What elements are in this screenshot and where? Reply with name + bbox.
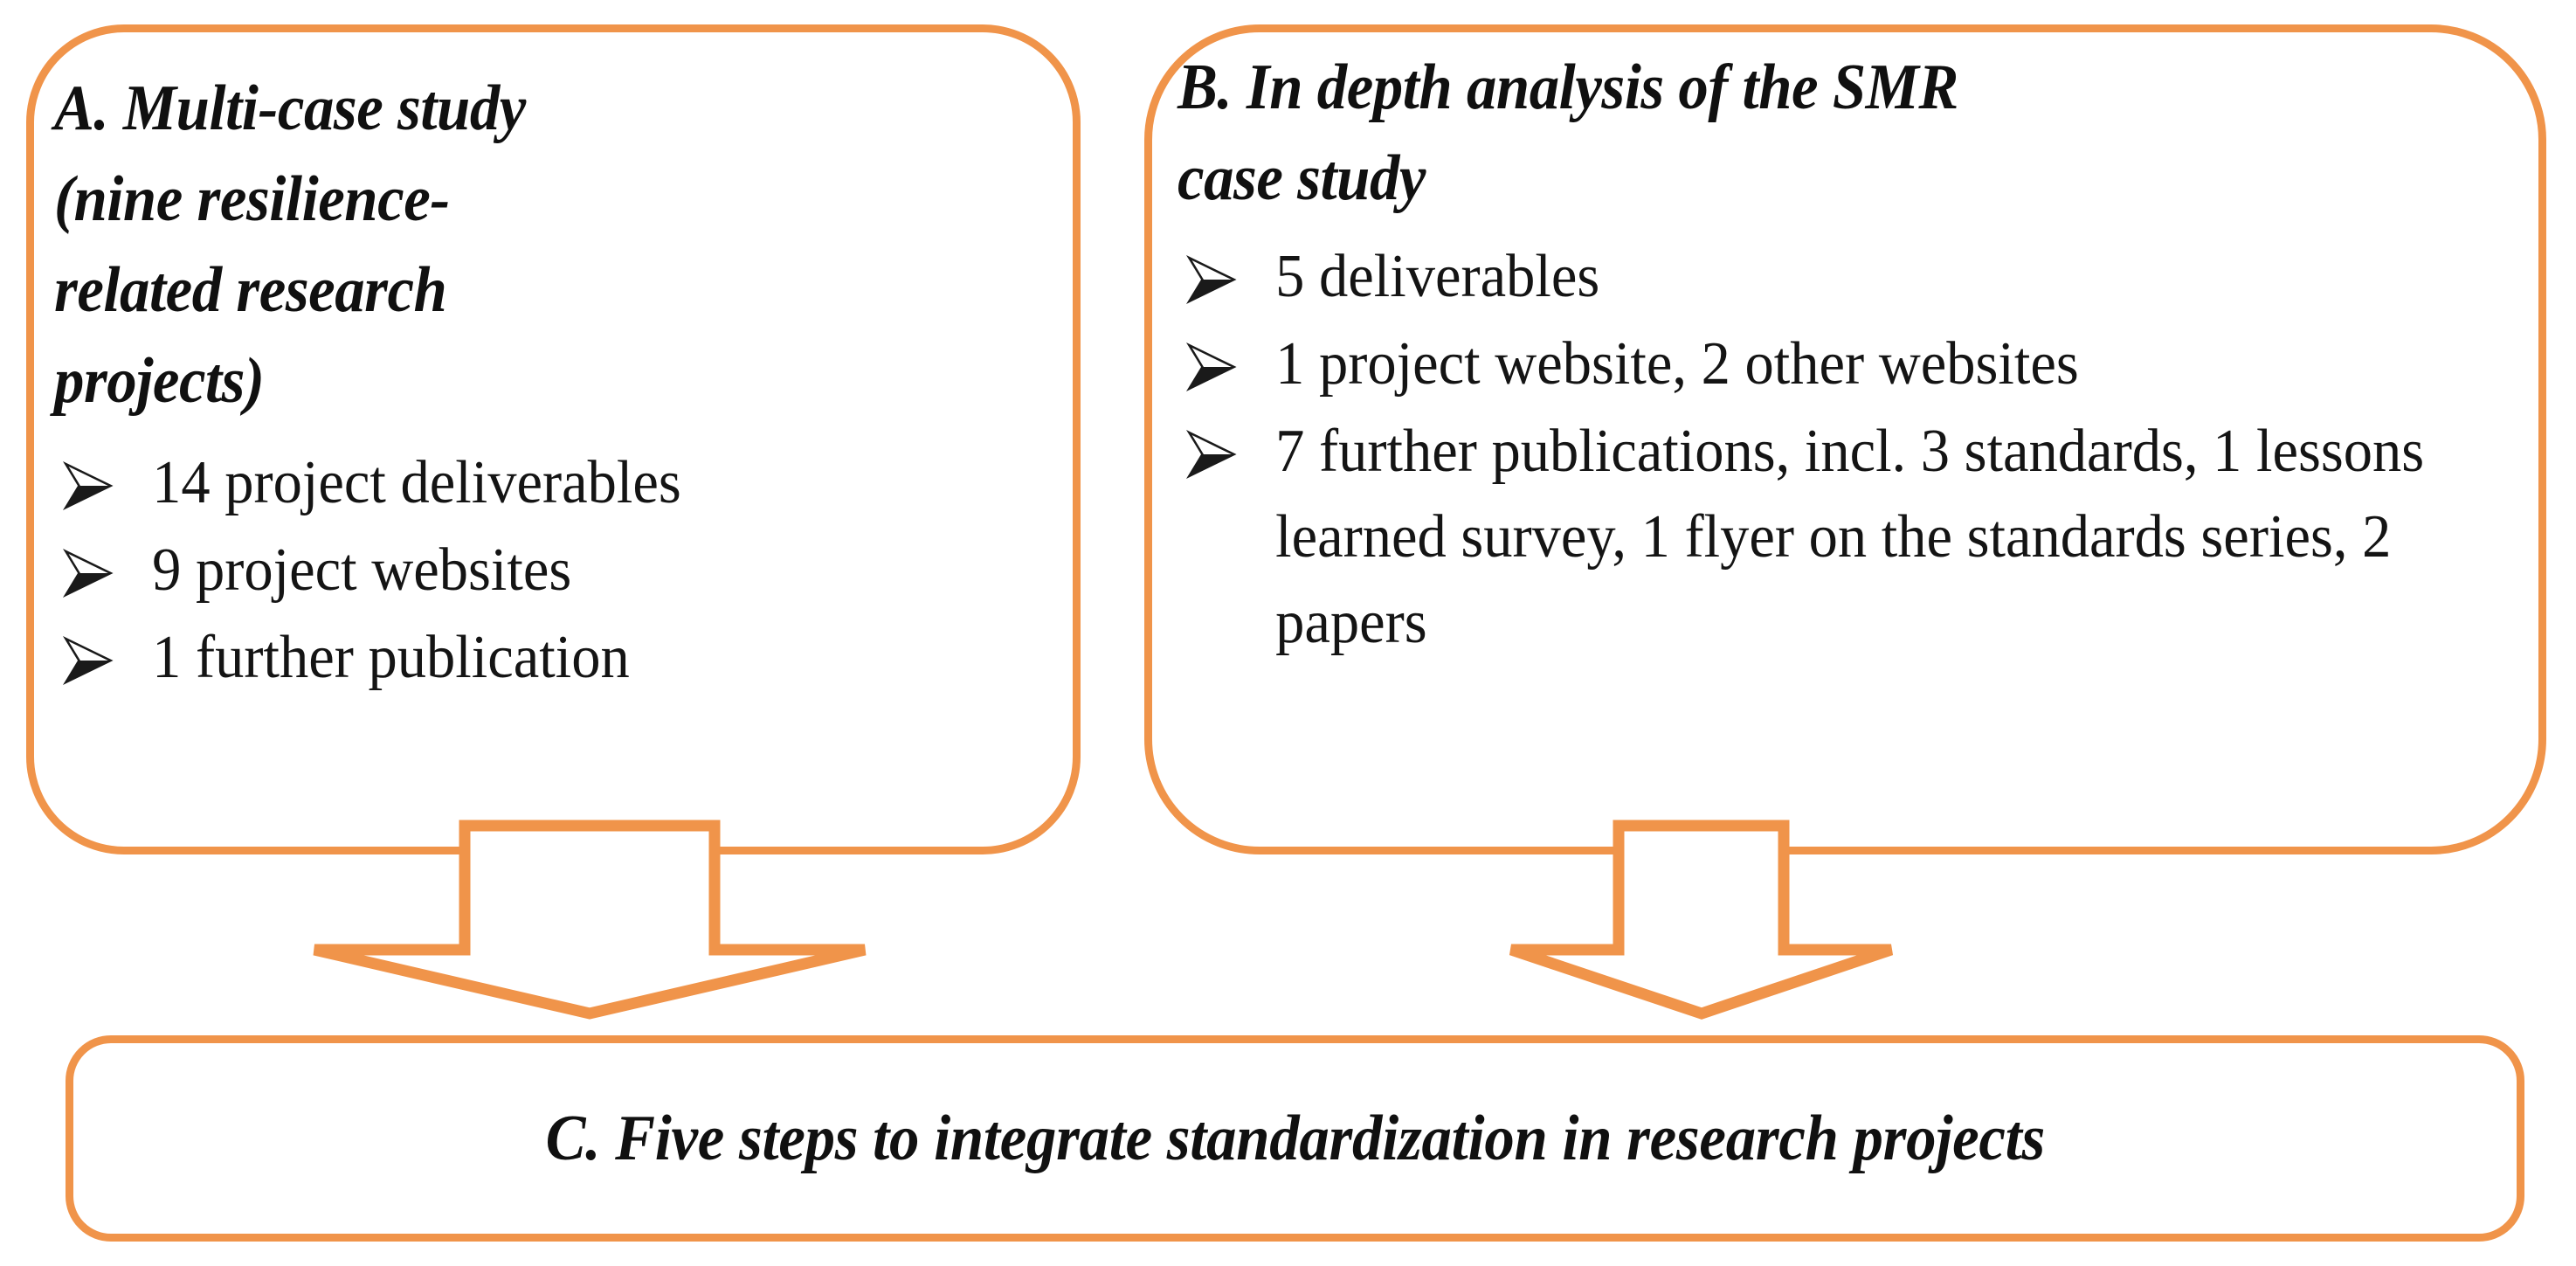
box-c-heading-label: C. Five steps to integrate standardizati… [545, 1103, 2045, 1174]
list-item-label: 1 project website, 2 other websites [1275, 330, 2079, 398]
box-a-heading: A. Multi-case study (nine resilience-rel… [54, 73, 541, 417]
box-a-content: A. Multi-case study (nine resilience-rel… [54, 63, 1015, 702]
list-item: 9 project websites [54, 528, 967, 613]
list-item: 14 project deliverables [54, 440, 967, 526]
list-item: 1 project website, 2 other websites [1178, 322, 2455, 407]
list-item: 5 deliverables [1178, 234, 2455, 320]
box-b-heading: B. In depth analysis of the SMR case stu… [1178, 52, 1973, 214]
arrowhead-bullet-icon [1184, 421, 1240, 480]
box-b-smr-case-study [1144, 24, 2546, 854]
down-arrow-icon [1502, 817, 1900, 1022]
box-b-bullet-list: 5 deliverables 1 project website, 2 othe… [1178, 234, 2523, 666]
list-item-label: 1 further publication [152, 624, 630, 691]
arrowhead-bullet-icon [1184, 246, 1240, 305]
down-arrow-icon [306, 817, 874, 1022]
arrowhead-bullet-icon [61, 540, 116, 598]
box-c-heading: C. Five steps to integrate standardizati… [66, 1097, 2524, 1180]
list-item-label: 14 project deliverables [152, 449, 681, 516]
list-item-label: 7 further publications, incl. 3 standard… [1275, 418, 2425, 656]
list-item-label: 5 deliverables [1275, 243, 1600, 310]
arrowhead-bullet-icon [61, 627, 116, 686]
arrowhead-bullet-icon [1184, 334, 1240, 392]
arrowhead-bullet-icon [61, 453, 116, 511]
list-item: 1 further publication [54, 615, 967, 701]
list-item: 7 further publications, incl. 3 standard… [1178, 409, 2455, 666]
box-b-content: B. In depth analysis of the SMR case stu… [1178, 42, 2523, 668]
box-a-bullet-list: 14 project deliverables 9 project websit… [54, 440, 1015, 701]
box-c-five-steps [66, 1035, 2524, 1242]
list-item-label: 9 project websites [152, 536, 572, 604]
